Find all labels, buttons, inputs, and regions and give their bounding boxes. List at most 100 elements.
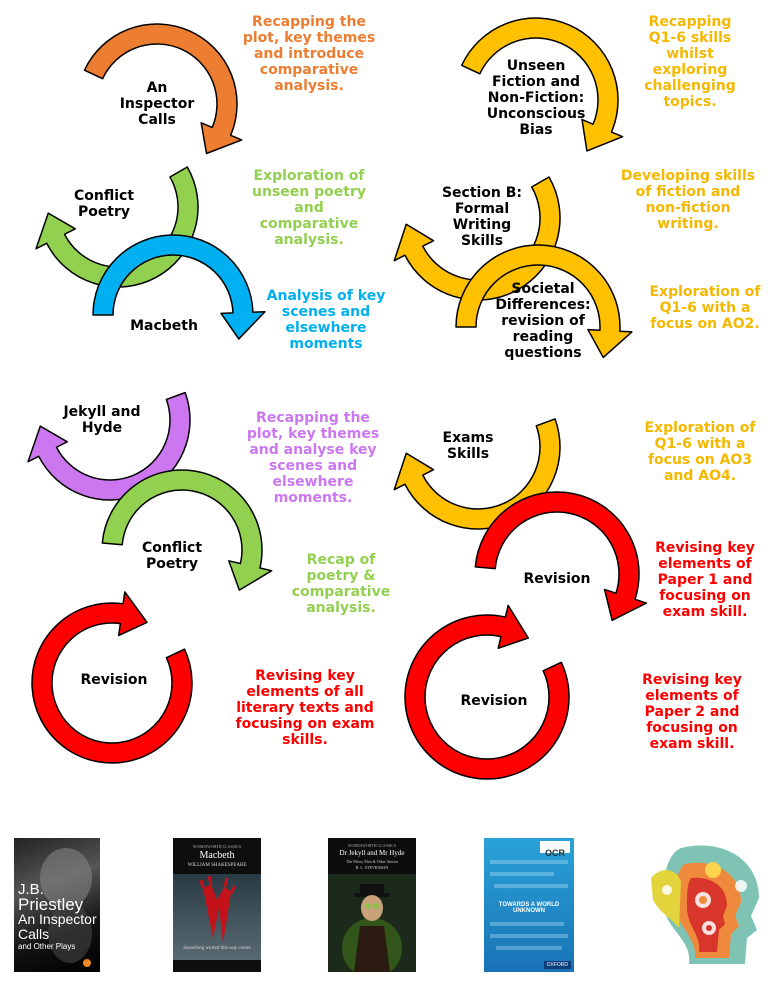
left-step-2-description-line: Exploration of	[253, 168, 365, 184]
right-step-2-label-line: Writing	[452, 217, 512, 233]
right-step-4-label-line: Exams	[442, 430, 494, 446]
right-step-1-description-line: topics.	[663, 94, 717, 110]
left-step-5-description-line: analysis.	[306, 600, 376, 616]
left-step-1-description-line: comparative	[259, 62, 359, 78]
right-step-3-label-line: questions	[504, 345, 582, 361]
right-step-3-arrow	[455, 244, 633, 359]
left-step-5-label-line: Poetry	[145, 556, 199, 572]
left-step-5-label-line: Conflict	[141, 540, 203, 556]
left-step-6-label: Revision	[44, 672, 184, 688]
macbeth-cover: WORDSWORTH CLASSICS Macbeth WILLIAM SHAK…	[173, 838, 261, 972]
right-step-1-description-line: Q1-6 skills	[648, 30, 732, 46]
left-step-1-description-line: Recapping the	[252, 14, 366, 30]
inspector-title-line2: Calls	[18, 926, 50, 942]
jekyll-series: WORDSWORTH CLASSICS	[347, 843, 397, 848]
left-step-6-description-line: focusing on exam	[235, 716, 375, 732]
ocr-title: TOWARDS A WORLD UNKNOWN	[498, 902, 560, 914]
left-step-6-description-line: skills.	[282, 732, 328, 748]
inspector-subtitle: and Other Plays	[18, 942, 76, 951]
macbeth-title: Macbeth	[199, 850, 235, 861]
journey-arcs	[27, 17, 648, 780]
left-step-6-description-line: elements of all	[246, 684, 364, 700]
right-step-3-label-line: reading	[512, 329, 574, 345]
right-step-2-label-line: Section B:	[441, 185, 523, 201]
right-step-1-description-line: whilst	[666, 46, 714, 62]
unconscious-bias-heads-image	[641, 838, 771, 972]
right-step-3-description-line: focus on AO2.	[650, 316, 760, 332]
left-step-1-label-line: Calls	[138, 112, 176, 128]
left-step-1-description-line: plot, key themes	[242, 30, 376, 46]
right-step-6-description-line: exam skill.	[649, 736, 735, 752]
right-step-1-label-line: Non-Fiction:	[487, 90, 585, 106]
right-step-4-description-line: Exploration of	[644, 420, 756, 436]
left-step-5-arrow	[101, 469, 273, 591]
left-step-1-label-line: An	[146, 80, 168, 96]
jekyll-hyde-cover: WORDSWORTH CLASSICS Dr Jekyll and Mr Hyd…	[328, 838, 416, 972]
right-step-1-description-line: exploring	[652, 62, 728, 78]
inspector-author: J.B.	[18, 881, 44, 898]
right-step-5-description-line: focusing on	[659, 588, 751, 604]
right-step-5-description-line: exam skill.	[662, 604, 748, 620]
right-step-5-label-line: Revision	[523, 571, 591, 587]
right-step-5-description-line: Revising key	[655, 540, 755, 556]
right-step-1-description-line: Recapping	[648, 14, 732, 30]
left-step-5-description-line: poetry &	[306, 568, 376, 584]
inspector-author-surname: Priestley	[18, 895, 84, 914]
left-step-3-arrow	[92, 234, 266, 340]
left-step-3-label: Macbeth	[94, 318, 234, 334]
inspector-calls-cover: J.B. Priestley An Inspector Calls and Ot…	[14, 838, 100, 972]
right-step-5-description-line: Paper 1 and	[657, 572, 753, 588]
left-step-3-description-line: scenes and	[281, 304, 371, 320]
ocr-anthology-cover: OCR TOWARDS A WORLD UNKNOWN OXFORD	[484, 838, 574, 972]
left-step-5-description-line: Recap of	[306, 552, 376, 568]
left-step-3-description-line: Analysis of key	[266, 288, 386, 304]
ocr-logo: OCR	[540, 841, 570, 858]
right-step-6-label: Revision	[424, 693, 564, 709]
right-step-1-label-line: Fiction and	[491, 74, 581, 90]
right-step-5-label: Revision	[487, 571, 627, 587]
right-step-4-label-line: Skills	[446, 446, 490, 462]
right-step-2-label-line: Formal	[454, 201, 510, 217]
right-step-4-description-line: Q1-6 with a	[654, 436, 746, 452]
right-step-6-description-line: elements of	[645, 688, 739, 704]
ocr-brand: OCR	[545, 848, 565, 858]
right-step-4-description-line: and AO4.	[663, 468, 737, 484]
left-step-3-label-line: Macbeth	[130, 318, 198, 334]
left-step-4-label-line: Jekyll and	[63, 404, 141, 420]
left-step-3-description-line: elsewhere	[285, 320, 367, 336]
right-step-5-arrow	[474, 491, 648, 622]
right-step-6-arrow	[404, 604, 570, 780]
left-step-1-description-line: analysis.	[274, 78, 344, 94]
ocr-publisher: OXFORD	[543, 961, 571, 969]
left-step-2-label-line: Conflict	[73, 188, 135, 204]
left-step-2-description-line: comparative	[259, 216, 359, 232]
left-step-4-description-line: scenes and	[268, 458, 358, 474]
macbeth-series: WORDSWORTH CLASSICS	[192, 844, 242, 849]
left-step-4-label-line: Hyde	[81, 420, 123, 436]
right-step-3-description-line: Q1-6 with a	[659, 300, 751, 316]
right-step-4-description-line: focus on AO3	[647, 452, 753, 468]
right-step-1-arrow	[460, 17, 624, 152]
right-step-3-label-line: Differences:	[495, 297, 591, 313]
left-step-5-description-line: comparative	[291, 584, 391, 600]
left-step-6-description-line: literary texts and	[236, 700, 374, 716]
right-step-2-description-line: writing.	[657, 216, 719, 232]
left-step-2-label-line: Poetry	[77, 204, 131, 220]
left-step-4-description-line: and analyse key	[249, 442, 377, 458]
right-step-3-label-line: revision of	[501, 313, 585, 329]
